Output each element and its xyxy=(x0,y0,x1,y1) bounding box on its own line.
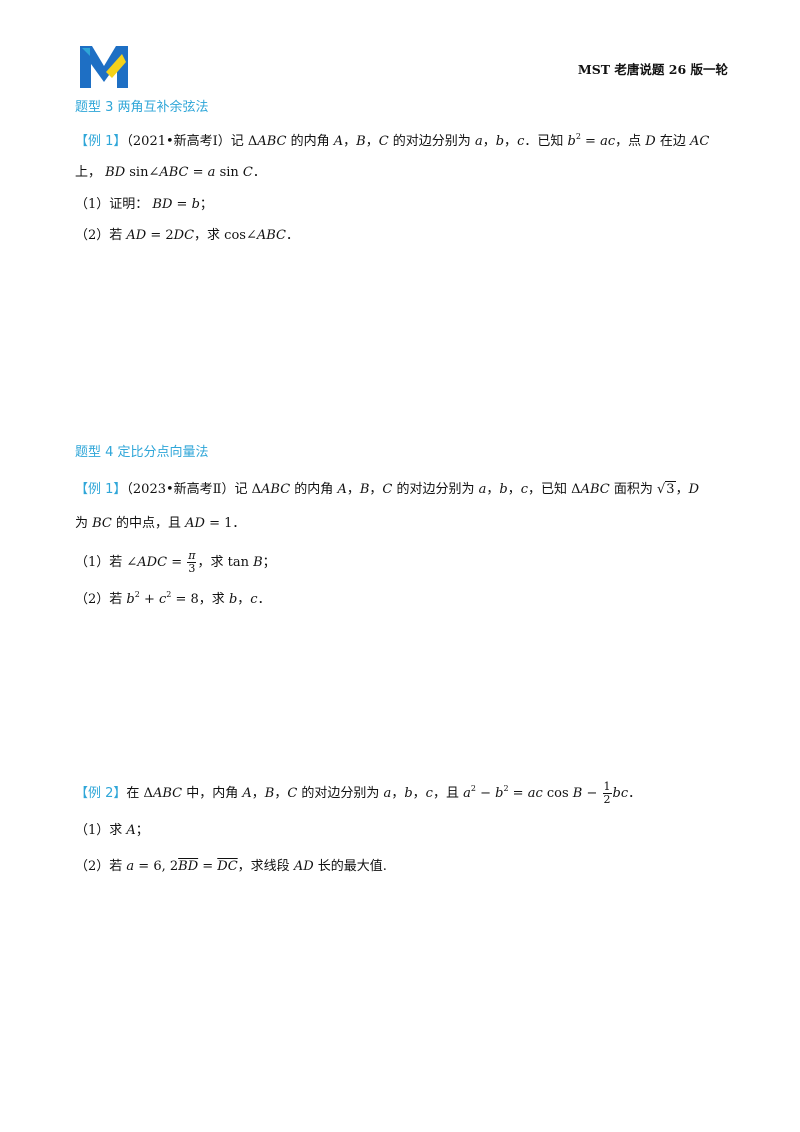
mst-logo xyxy=(80,46,128,88)
example-tag: 【例 1】 xyxy=(75,482,127,497)
s4-example2-line1: 【例 2】在 ΔABC 中，内角 A，B，C 的对边分别为 a，b，c，且 a2… xyxy=(75,780,642,806)
section-heading-4: 题型 4 定比分点向量法 xyxy=(75,441,209,460)
section-heading-3: 题型 3 两角互补余弦法 xyxy=(75,96,209,115)
example1-question2: （2）若 AD = 2DC，求 cos∠ABC． xyxy=(75,228,299,243)
section4-heading-text: 题型 4 定比分点向量法 xyxy=(75,445,209,460)
example-source: （2021•新高考Ⅰ） xyxy=(126,134,231,149)
example-source: （2023•新高考Ⅱ） xyxy=(126,482,235,497)
example-tag: 【例 1】 xyxy=(75,134,127,149)
header-title: MST 老唐说题 26 版一轮 xyxy=(577,62,728,77)
s4-example1-line2: 为 BC 的中点，且 AD = 1． xyxy=(75,516,246,531)
example1-line1: 【例 1】（2021•新高考Ⅰ）记 ΔABC 的内角 A，B，C 的对边分别为 … xyxy=(75,132,710,150)
example1-question1: （1）证明： BD = b； xyxy=(75,197,213,212)
s4-example1-line1: 【例 1】（2023•新高考Ⅱ）记 ΔABC 的内角 A，B，C 的对边分别为 … xyxy=(75,481,700,497)
s4-example2-question2: （2）若 a = 6, 2BD = DC，求线段 AD 长的最大值. xyxy=(75,859,387,874)
s4-example2-question1: （1）求 A； xyxy=(75,823,149,838)
example1-line2: 上， BD sin∠ABC = a sin C． xyxy=(75,165,266,180)
example-tag: 【例 2】 xyxy=(75,786,127,801)
s4-example1-question2: （2）若 b2 + c2 = 8，求 b，c． xyxy=(75,590,271,608)
section3-heading-text: 题型 3 两角互补余弦法 xyxy=(75,100,209,115)
